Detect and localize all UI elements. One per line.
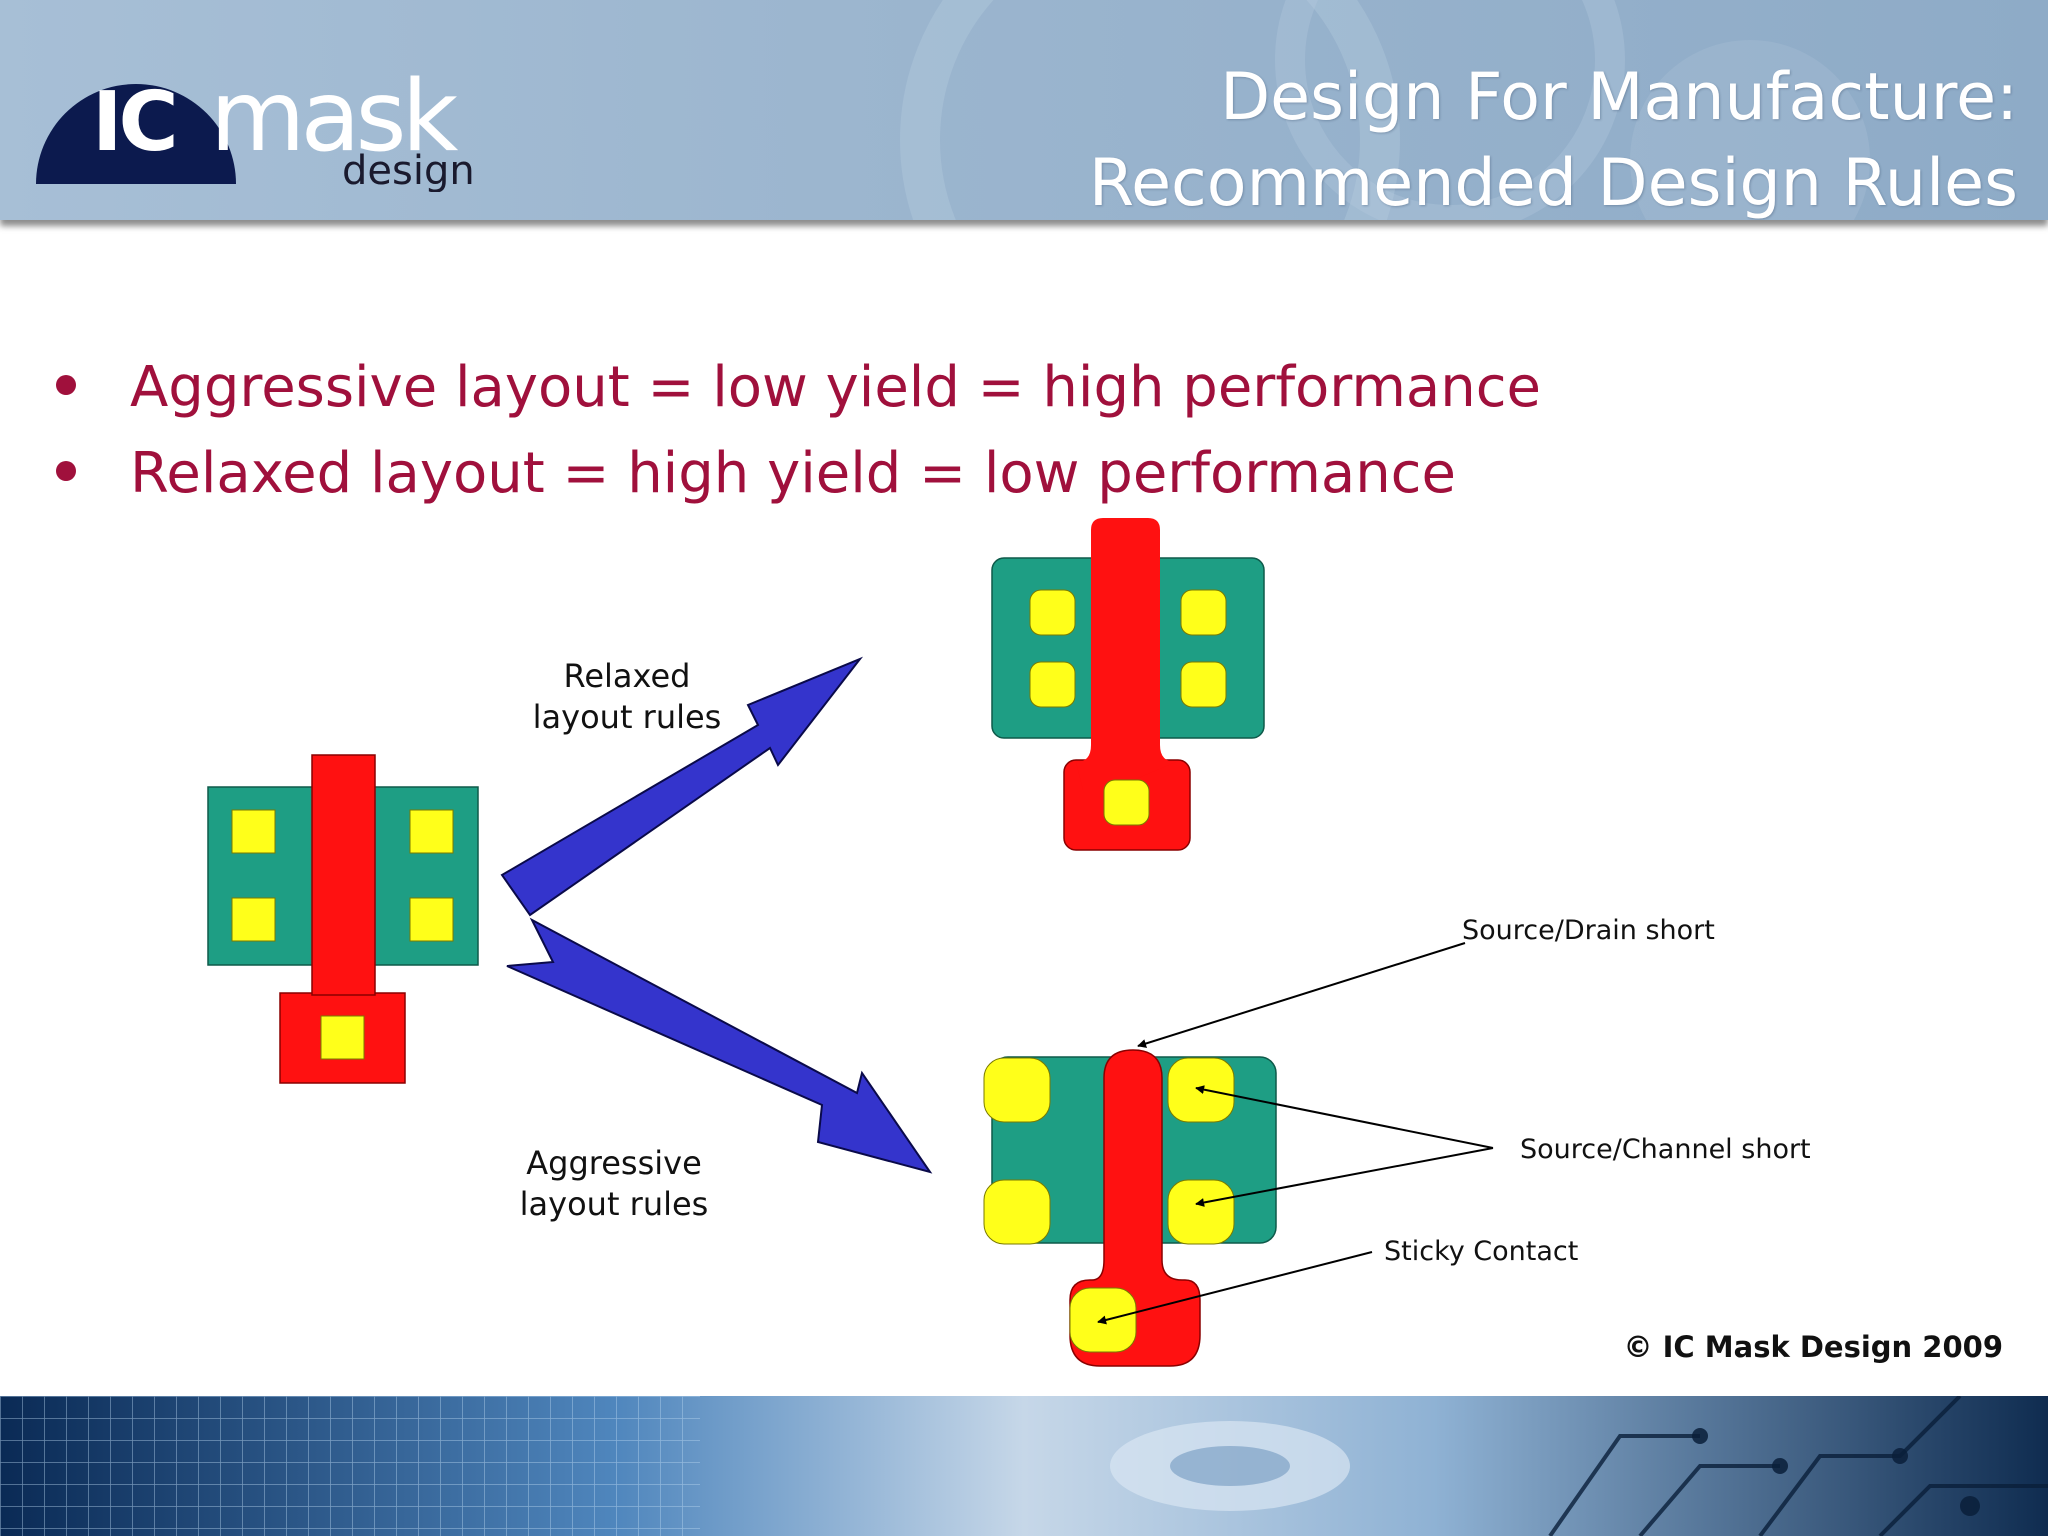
bullet-list: Aggressive layout = low yield = high per… [52, 345, 1541, 517]
branch-arrows [500, 656, 933, 1174]
layout-diagram: Relaxed layout rules Aggressive layout r… [207, 518, 1811, 1367]
source-drain-short-label: Source/Drain short [1462, 915, 1715, 946]
relaxed-label-line1: Relaxed [564, 657, 691, 695]
contact [1180, 589, 1227, 636]
footer-banner [0, 1396, 2048, 1536]
bullet-text: Relaxed layout = high yield = low perfor… [130, 441, 1456, 506]
contact [409, 809, 454, 854]
slide-title: Design For Manufacture: Recommended Desi… [1089, 55, 2018, 220]
logo-design-text: design [342, 148, 475, 192]
gate-poly [1069, 1049, 1201, 1367]
relaxed-label-line2: layout rules [533, 698, 722, 736]
bullet-item: Aggressive layout = low yield = high per… [52, 345, 1541, 431]
logo-ic-text: IC [92, 75, 175, 170]
logo-dark-circle [36, 84, 236, 184]
title-line-1: Design For Manufacture: [1220, 60, 2018, 135]
bullet-text: Aggressive layout = low yield = high per… [130, 355, 1541, 420]
bullet-item: Relaxed layout = high yield = low perfor… [52, 431, 1541, 517]
bullet-icon [56, 375, 76, 395]
sticky-contact-label: Sticky Contact [1384, 1236, 1578, 1267]
copyright-notice: © IC Mask Design 2009 [1623, 1330, 2004, 1364]
contact [1180, 661, 1227, 708]
callout-lines [1097, 942, 1494, 1325]
contact [1029, 661, 1076, 708]
diagram-labels: Relaxed layout rules Aggressive layout r… [520, 657, 1811, 1267]
source-channel-short-pointer [1195, 1085, 1494, 1149]
aggressive-label-line2: layout rules [520, 1185, 709, 1223]
aggressive-arrow [506, 917, 933, 1174]
contact [320, 1015, 365, 1060]
aggressive-label-line1: Aggressive [526, 1144, 702, 1182]
source-drain-short-pointer [1137, 942, 1466, 1048]
contact [1029, 589, 1076, 636]
gate-poly [1076, 518, 1176, 790]
title-line-2: Recommended Design Rules [1088, 146, 2018, 220]
footer-decoration [0, 1396, 2048, 1536]
original-transistor [207, 754, 479, 1084]
relaxed-arrow [500, 656, 864, 917]
source-channel-short-pointer [1195, 1147, 1494, 1207]
contact [983, 1179, 1051, 1245]
header-decoration [900, 0, 1870, 220]
aggressive-transistor [983, 1049, 1277, 1367]
source-channel-short-label: Source/Channel short [1520, 1134, 1811, 1165]
header-banner: IC mask design Design For Manufacture: R… [0, 0, 2048, 220]
contact [1167, 1179, 1235, 1245]
contact [983, 1057, 1051, 1123]
contact [409, 897, 454, 942]
sticky-contact-pointer [1097, 1251, 1373, 1325]
relaxed-transistor [991, 518, 1265, 851]
ic-mask-design-logo: IC mask design [36, 60, 475, 192]
contact [231, 809, 276, 854]
bullet-icon [56, 461, 76, 481]
logo-mask-text: mask [210, 60, 459, 174]
contact [1103, 779, 1150, 826]
gate-poly [311, 754, 376, 996]
contact [231, 897, 276, 942]
